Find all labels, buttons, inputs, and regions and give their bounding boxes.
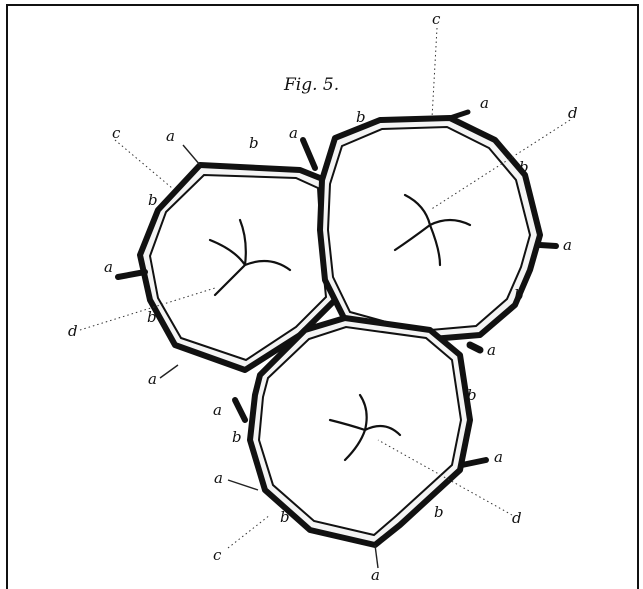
label-a: a	[480, 94, 489, 112]
strand-bottom-left	[228, 480, 258, 490]
label-d: d	[568, 104, 578, 122]
leader-c-left	[115, 140, 172, 188]
label-b: b	[519, 158, 529, 176]
label-b: b	[467, 386, 477, 404]
label-b: b	[148, 191, 158, 209]
label-d: d	[512, 509, 522, 527]
label-c: c	[432, 10, 441, 28]
label-d: d	[68, 322, 78, 340]
label-a: a	[487, 341, 496, 359]
label-b: b	[434, 503, 444, 521]
label-b: b	[232, 428, 242, 446]
vessel-lower-right	[462, 460, 486, 465]
label-a: a	[289, 124, 298, 142]
vessel-right	[540, 245, 556, 246]
vessel-upper	[303, 140, 315, 168]
vessel-left	[118, 272, 145, 277]
strand-left-low	[160, 365, 178, 378]
label-a: a	[104, 258, 113, 276]
vessel-mid-right	[470, 345, 480, 350]
strand-bottom	[375, 545, 378, 568]
label-a: a	[148, 370, 157, 388]
label-a: a	[213, 401, 222, 419]
vessel-mid-left	[235, 400, 245, 420]
label-a: a	[371, 566, 380, 584]
vessel-top-right	[450, 112, 468, 118]
leader-c-bottom	[228, 515, 270, 548]
figure-title: Fig. 5.	[283, 75, 339, 95]
label-b: b	[356, 108, 366, 126]
label-b: b	[249, 134, 259, 152]
label-a: a	[214, 469, 223, 487]
label-a: a	[494, 448, 503, 466]
label-a: a	[166, 127, 175, 145]
label-b: b	[514, 286, 524, 304]
strand-upper-left	[183, 145, 200, 165]
label-b: b	[280, 508, 290, 526]
label-c: c	[213, 546, 222, 564]
label-b: b	[147, 308, 157, 326]
label-a: a	[563, 236, 572, 254]
lobule-upper-right	[320, 118, 540, 340]
label-c: c	[112, 124, 121, 142]
leader-c-top	[432, 28, 437, 118]
